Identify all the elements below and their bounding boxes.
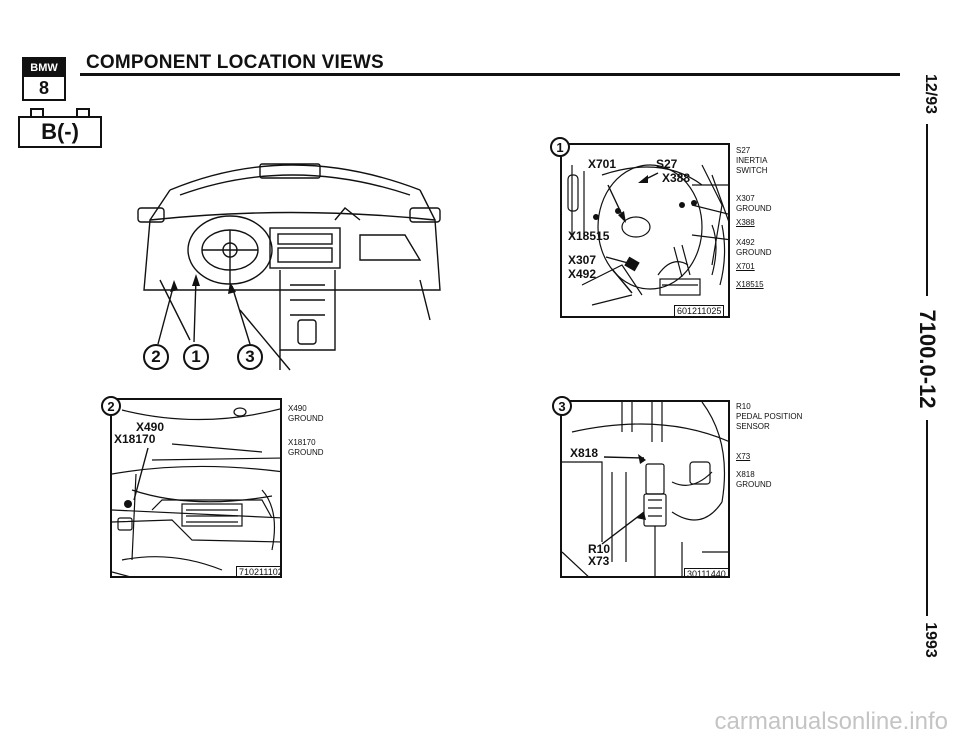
sidebar-doc-number: 7100.0-12 (915, 309, 940, 409)
view-2-callout-x490: X490 (136, 420, 165, 434)
battery-post-right (76, 108, 90, 118)
view-3-ref-number: 30111440 (684, 568, 728, 576)
legend-line: GROUND (288, 448, 324, 457)
view-3-callout-x818: X818 (570, 446, 599, 460)
view-1-legend: S27 INERTIA SWITCH X307 GROUND X388 X492… (736, 146, 772, 290)
view-1-callout-x307: X307 (568, 253, 597, 267)
battery-post-left (30, 108, 44, 118)
view-1-ref-number: 601211025 (674, 305, 725, 316)
legend-line: X492 (736, 238, 755, 247)
view-3-legend: R10 PEDAL POSITION SENSOR X73 X818 GROUN… (736, 402, 802, 490)
view-3-callout-x73: X73 (588, 554, 610, 568)
view-3-drawing (562, 402, 728, 576)
view-1-panel: X701 S27 X388 X18515 X307 X492 601211025 (560, 143, 730, 318)
legend-line: R10 (736, 402, 751, 411)
view-2-legend: X490 GROUND X18170 GROUND (288, 404, 324, 458)
sidebar-year: 1993 (922, 622, 939, 658)
view-2-panel: X490 X18170 710211102 (110, 398, 282, 578)
view-1-number: 1 (550, 137, 570, 157)
legend-line: X490 (288, 404, 307, 413)
legend-line: X818 (736, 470, 755, 479)
sidebar-line-top (926, 124, 928, 296)
dashboard-illustration (137, 163, 441, 371)
view-1-callout-x701: X701 (588, 157, 617, 171)
overview-callout-3: 3 (237, 344, 263, 370)
legend-line: X18170 (288, 438, 316, 447)
view-1-callout-x18515: X18515 (568, 229, 610, 243)
view-1-callout-x388: X388 (662, 171, 691, 185)
bmw-badge-bottom: 8 (38, 78, 49, 98)
legend-line: GROUND (736, 204, 772, 213)
overview-callout-2: 2 (143, 344, 169, 370)
legend-line: GROUND (736, 480, 772, 489)
sidebar-line-bottom (926, 420, 928, 616)
view-2-ref-number: 710211102 (236, 566, 280, 576)
legend-line: GROUND (288, 414, 324, 423)
view-2-drawing (112, 407, 280, 576)
bmw-badge: BMW 8 (22, 57, 66, 101)
legend-line: SENSOR (736, 422, 770, 431)
view-1-drawing (567, 164, 728, 306)
header-rule (80, 73, 900, 76)
legend-line: X73 (736, 452, 751, 461)
sidebar-date: 12/93 (922, 73, 939, 115)
view-3-callout-r10: R10 (588, 542, 611, 556)
overview-leader-lines (157, 274, 251, 345)
battery-label: B(-) (18, 116, 102, 148)
watermark: carmanualsonline.info (714, 708, 948, 735)
view-2-number: 2 (101, 396, 121, 416)
view-1-callout-x492: X492 (568, 267, 597, 281)
legend-line: S27 (736, 146, 751, 155)
legend-line: INERTIA (736, 156, 768, 165)
view-3-number: 3 (552, 396, 572, 416)
view-2-callout-x18170: X18170 (114, 432, 156, 446)
overview-callout-1: 1 (183, 344, 209, 370)
legend-line: X307 (736, 194, 755, 203)
legend-line: X701 (736, 262, 755, 271)
legend-line: X388 (736, 218, 755, 227)
view-3-panel: X818 R10 X73 30111440 (560, 400, 730, 578)
legend-line: SWITCH (736, 166, 768, 175)
page-title: COMPONENT LOCATION VIEWS (86, 52, 384, 73)
legend-line: PEDAL POSITION (736, 412, 803, 421)
bmw-badge-top: BMW (24, 59, 64, 77)
view-1-callout-s27: S27 (656, 157, 678, 171)
battery-icon: B(-) (18, 108, 104, 148)
legend-line: GROUND (736, 248, 772, 257)
legend-line: X18515 (736, 280, 764, 289)
